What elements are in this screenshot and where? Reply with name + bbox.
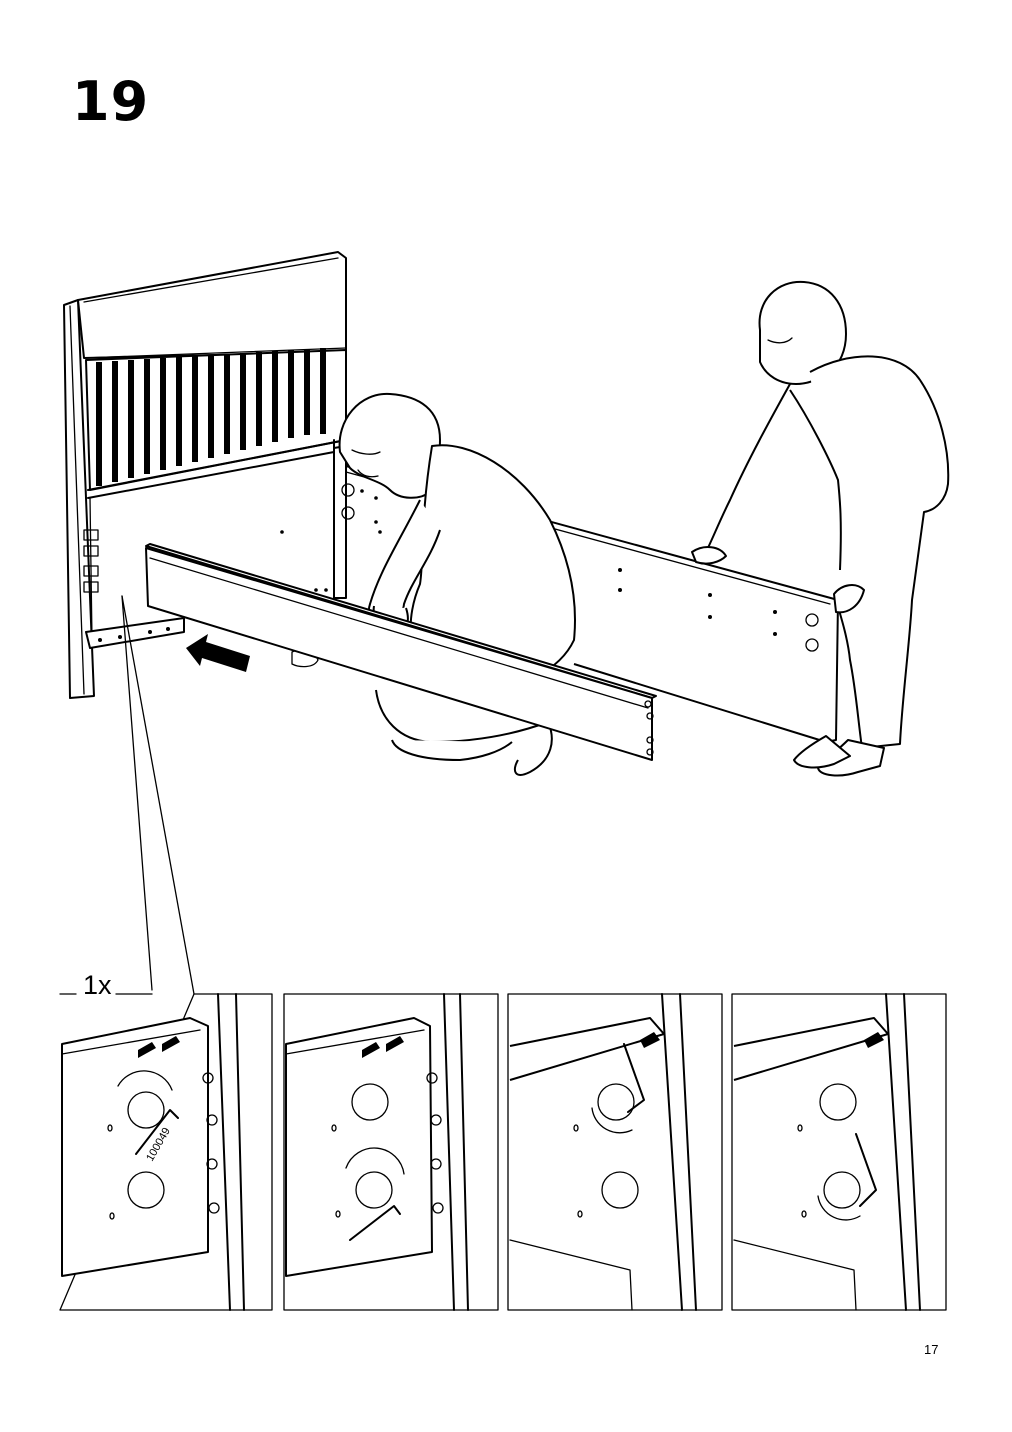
page-number: 17 [924, 1342, 939, 1357]
push-arrow-icon [186, 634, 250, 672]
detail-panels: 100049 [59, 993, 947, 1311]
quantity-label: 1x [80, 970, 115, 1001]
person-kneeling [291, 392, 576, 776]
detail-panel-1: 100049 [59, 993, 273, 1311]
step-number: 19 [72, 70, 150, 133]
detail-panel-3 [507, 993, 723, 1311]
detail-panel-4 [731, 993, 947, 1311]
detail-panel-2 [283, 993, 499, 1311]
person-standing [691, 280, 950, 777]
near-side-rail [145, 543, 657, 761]
headboard-fittings [280, 483, 382, 592]
